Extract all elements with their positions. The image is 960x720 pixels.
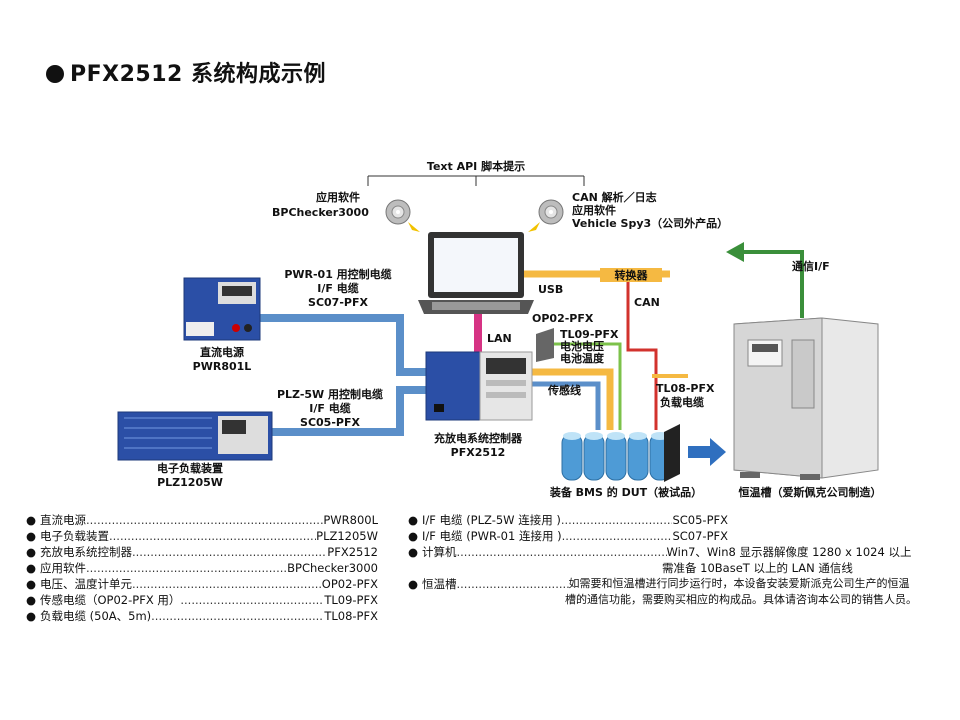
environmental-chamber-device [733,317,879,480]
app-software-2-line3: Vehicle Spy3（公司外产品） [572,216,728,230]
spec-name: 应用软件 [40,561,86,575]
app-software-1-line1: 应用软件 [316,190,360,204]
list-item: ●I/F 电缆 (PLZ-5W 连接用 )SC05-PFX [408,512,728,528]
chamber-label: 恒温槽（爱斯佩克公司制造） [739,485,882,499]
list-item-continuation: 需准备 10BaseT 以上的 LAN 通信线 [408,560,944,576]
eload-model: PLZ1205W [157,476,223,489]
cable-pwr-line1: PWR-01 用控制电缆 [284,267,391,281]
spec-value: TL09-PFX [324,593,378,607]
electronic-load-device [117,411,273,461]
spec-value: TL08-PFX [324,609,378,623]
app-software-2-line1: CAN 解析／日志 [572,190,657,204]
op02-unit-device [536,328,554,362]
spec-value: PLZ1205W [316,529,378,543]
spec-value: BPChecker3000 [287,561,378,575]
lan-label: LAN [487,332,512,345]
spec-value: OP02-PFX [321,577,378,591]
list-item: ●计算机Win7、Win8 显示器解像度 1280 x 1024 以上 [408,544,944,560]
spec-name: I/F 电缆 (PLZ-5W 连接用 ) [422,513,561,527]
bullet-dot-icon [46,65,64,83]
text-api-bracket [367,175,585,186]
tl09-temperature: 电池温度 [560,351,605,365]
spec-name: 直流电源 [40,513,86,527]
spec-value-line2: 需准备 10BaseT 以上的 LAN 通信线 [662,561,853,575]
cable-pwr-line3: SC07-PFX [308,296,368,309]
eload-name: 电子负载装置 [157,461,223,475]
spec-value: Win7、Win8 显示器解像度 1280 x 1024 以上 [666,545,912,559]
page-title-text: PFX2512 系统构成示例 [70,62,327,87]
list-item: ●恒温槽如需要和恒温槽进行同步运行时，本设备安装爱斯派克公司生产的恒温 [408,576,944,592]
dut-battery-pack [561,424,680,482]
app-software-2-line2: 应用软件 [572,203,616,217]
tl09-voltage: 电池电压 [560,339,604,353]
spec-list-right: ●I/F 电缆 (PLZ-5W 连接用 )SC05-PFX ●I/F 电缆 (P… [408,512,728,544]
spec-value-line2: 槽的通信功能，需要购买相应的构成品。具体请咨询本公司的销售人员。 [565,593,917,606]
text-api-label: Text API 脚本提示 [427,159,525,173]
cable-plz-line1: PLZ-5W 用控制电缆 [277,387,383,401]
tl09-label: TL09-PFX [560,328,619,341]
dc-power-name: 直流电源 [200,345,244,359]
list-item: ●负载电缆 (50A、5m)TL08-PFX [26,608,378,624]
spec-value: 如需要和恒温槽进行同步运行时，本设备安装爱斯派克公司生产的恒温 [568,577,910,590]
controller-model: PFX2512 [451,446,506,459]
arrow-icon [408,222,420,232]
laptop-computer [418,232,534,314]
sensor-line-label: 传感线 [547,383,581,397]
arrow-icon [528,222,540,232]
cables [258,268,688,436]
converter-label: 转换器 [615,268,649,282]
list-item: ●直流电源PWR800L [26,512,378,528]
spec-name: 电子负载装置 [40,529,109,543]
arrow-left-icon [726,242,744,262]
cable-plz-line3: SC05-PFX [300,416,360,429]
list-item: ●传感电缆（OP02-PFX 用）TL09-PFX [26,592,378,608]
spec-name: 电压、温度计单元 [40,577,132,591]
arrow-right-icon [688,438,726,466]
dc-power-supply-device [183,277,261,341]
spec-value: PWR800L [323,513,378,527]
dc-power-model: PWR801L [193,360,252,373]
usb-label: USB [538,283,563,296]
can-label: CAN [634,296,660,309]
tl08-label: TL08-PFX [656,382,715,395]
comm-if-label: 通信I/F [792,259,830,273]
spec-value: PFX2512 [327,545,378,559]
controller-name: 充放电系统控制器 [434,431,523,445]
list-item: ●电压、温度计单元OP02-PFX [26,576,378,592]
pfx2512-controller-device [425,351,533,421]
spec-value: SC05-PFX [672,513,728,527]
spec-name: I/F 电缆 (PWR-01 连接用 ) [422,529,562,543]
spec-name: 负载电缆 (50A、5m) [40,609,152,623]
op02-label: OP02-PFX [532,312,594,325]
spec-name: 计算机 [422,545,457,559]
spec-list-right-long: ●计算机Win7、Win8 显示器解像度 1280 x 1024 以上 需准备 … [408,544,944,608]
cd-disc-icon [385,199,411,225]
tl08-desc: 负载电缆 [660,395,704,409]
list-item-continuation: 槽的通信功能，需要购买相应的构成品。具体请咨询本公司的销售人员。 [408,592,944,608]
page-title: PFX2512 系统构成示例 [46,56,326,88]
list-item: ●I/F 电缆 (PWR-01 连接用 )SC07-PFX [408,528,728,544]
dut-label: 装备 BMS 的 DUT（被试品） [549,485,702,499]
cable-pwr-line2: I/F 电缆 [317,281,358,295]
cd-disc-icon [538,199,564,225]
spec-name: 恒温槽 [422,577,457,591]
app-software-1-line2: BPChecker3000 [272,206,369,219]
spec-name: 传感电缆（OP02-PFX 用） [40,593,181,607]
spec-name: 充放电系统控制器 [40,545,132,559]
comm-line [740,250,804,318]
cable-plz-line2: I/F 电缆 [309,401,350,415]
spec-value: SC07-PFX [672,529,728,543]
